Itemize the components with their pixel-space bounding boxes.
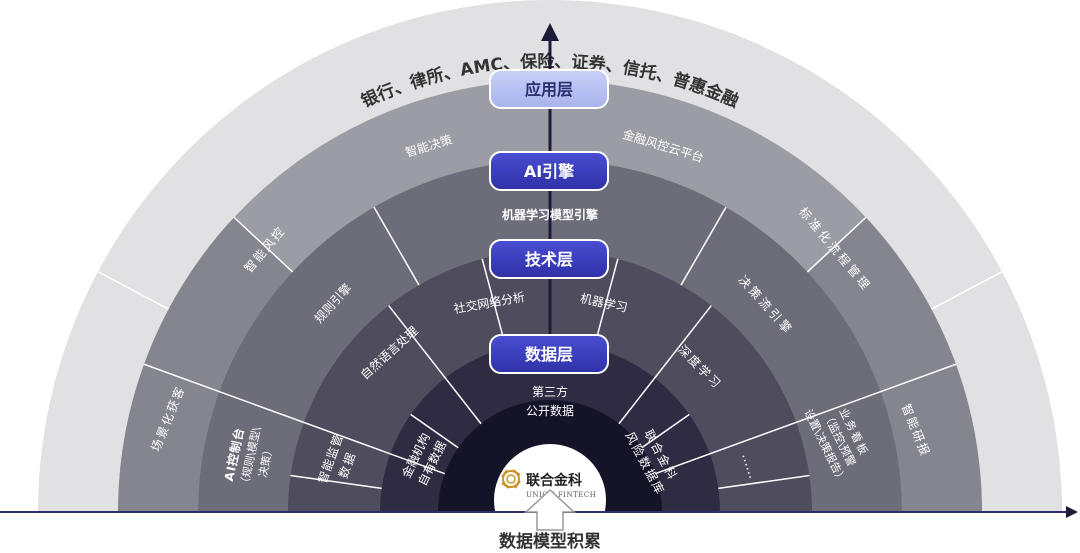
divider-line — [680, 206, 727, 286]
app-ring-left-band — [118, 217, 293, 512]
data-center-line1: 第三方 — [532, 384, 568, 399]
divider-line — [290, 474, 382, 490]
logo-mark-icon — [501, 469, 521, 489]
logo-name: 联合金科 — [526, 472, 582, 489]
divider-line — [654, 363, 957, 475]
ai-ring-label: 机器学习模型引擎 — [502, 207, 598, 222]
ai-engine-label: AI引擎 — [524, 162, 575, 181]
divider-line — [618, 305, 712, 425]
data-layer-pill[interactable]: 数据层 — [489, 334, 609, 374]
divider-line — [143, 363, 446, 475]
data-layer-label: 数据层 — [525, 345, 573, 364]
ai-console-line3: 决策） — [255, 443, 276, 478]
application-layer-label: 应用层 — [525, 80, 573, 99]
divider-line — [97, 270, 169, 310]
data-center-line2: 公开数据 — [526, 403, 574, 418]
logo-sub: UNION FINTECH — [526, 491, 596, 499]
divider-line — [388, 305, 482, 425]
technology-layer-pill[interactable]: 技术层 — [489, 239, 609, 279]
divider-line — [641, 413, 690, 449]
up-arrow-icon — [524, 488, 576, 531]
divider-line — [373, 206, 420, 286]
divider-line — [718, 474, 810, 490]
ai-engine-pill[interactable]: AI引擎 — [489, 151, 609, 191]
app-ring-right-band — [807, 217, 982, 512]
divider-line — [481, 258, 507, 348]
application-layer-pill[interactable]: 应用层 — [489, 69, 609, 109]
divider-line — [233, 216, 294, 273]
divider-line — [806, 216, 867, 273]
divider-line — [410, 413, 459, 449]
ring-layers — [38, 0, 1062, 512]
ring-dividers — [97, 206, 1003, 490]
divider-line — [931, 270, 1003, 310]
technology-layer-label: 技术层 — [525, 250, 573, 269]
bottom-label: 数据模型积累 — [499, 531, 601, 552]
divider-line — [593, 258, 619, 348]
